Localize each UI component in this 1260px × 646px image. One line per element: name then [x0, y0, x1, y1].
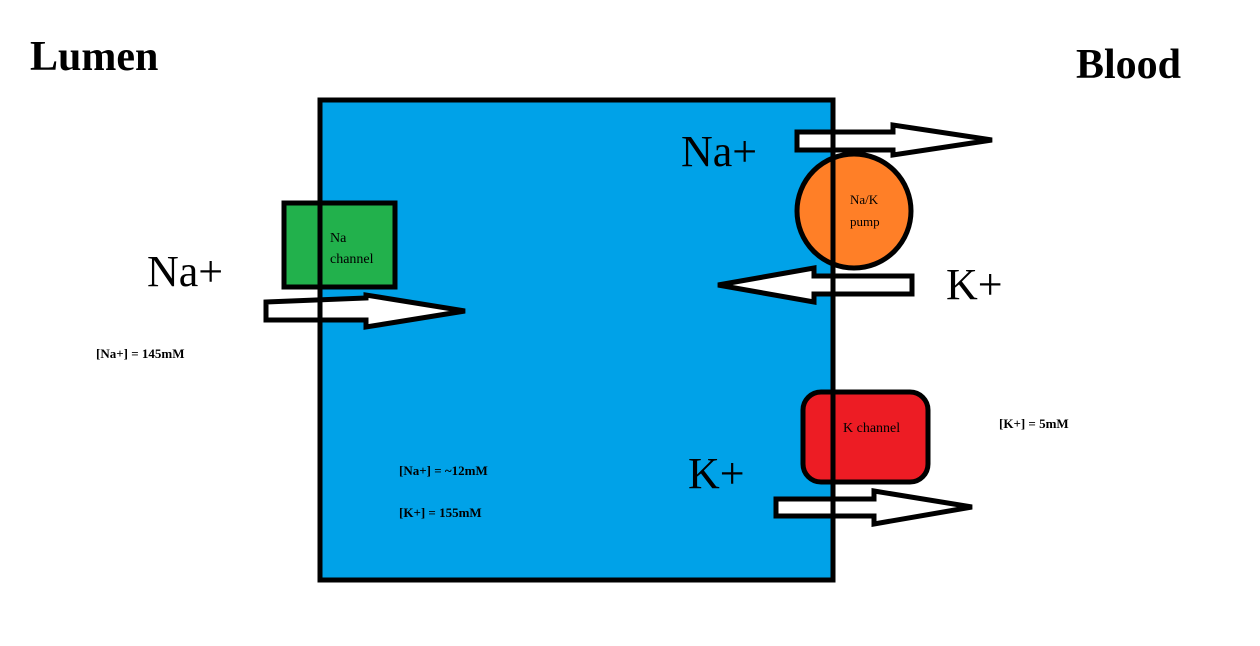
- blood-title: Blood: [1076, 42, 1181, 88]
- pump-label-line2: pump: [850, 214, 880, 229]
- pump-na-ion-label: Na+: [681, 127, 757, 176]
- pump-k-ion-label: K+: [946, 260, 1003, 309]
- k-influx-arrow: [717, 265, 915, 305]
- cell-k-concentration: [K+] = 155mM: [399, 505, 482, 520]
- lumen-na-concentration: [Na+] = 145mM: [96, 346, 184, 361]
- na-k-pump: Na/K pump: [794, 151, 914, 271]
- na-channel-box: [281, 200, 398, 290]
- epithelial-cell: [317, 97, 836, 583]
- pump-label-line1: Na/K: [850, 192, 879, 207]
- na-channel-label-line1: Na: [330, 231, 347, 246]
- lumen-na-ion-label: Na+: [147, 247, 223, 296]
- blood-k-concentration: [K+] = 5mM: [999, 416, 1069, 431]
- k-channel: K channel: [800, 389, 931, 485]
- na-channel-label-line2: channel: [330, 252, 374, 267]
- lumen-title: Lumen: [30, 34, 158, 80]
- k-channel-label: K channel: [843, 421, 900, 436]
- na-efflux-arrow: [794, 122, 993, 158]
- k-channel-box: [800, 389, 931, 485]
- cell-na-concentration: [Na+] = ~12mM: [399, 463, 488, 478]
- na-channel: Na channel: [281, 200, 398, 290]
- na-influx-arrow: [263, 292, 466, 330]
- channel-k-ion-label: K+: [688, 449, 745, 498]
- k-efflux-arrow: [773, 488, 973, 527]
- na-k-pump-circle: [794, 151, 914, 271]
